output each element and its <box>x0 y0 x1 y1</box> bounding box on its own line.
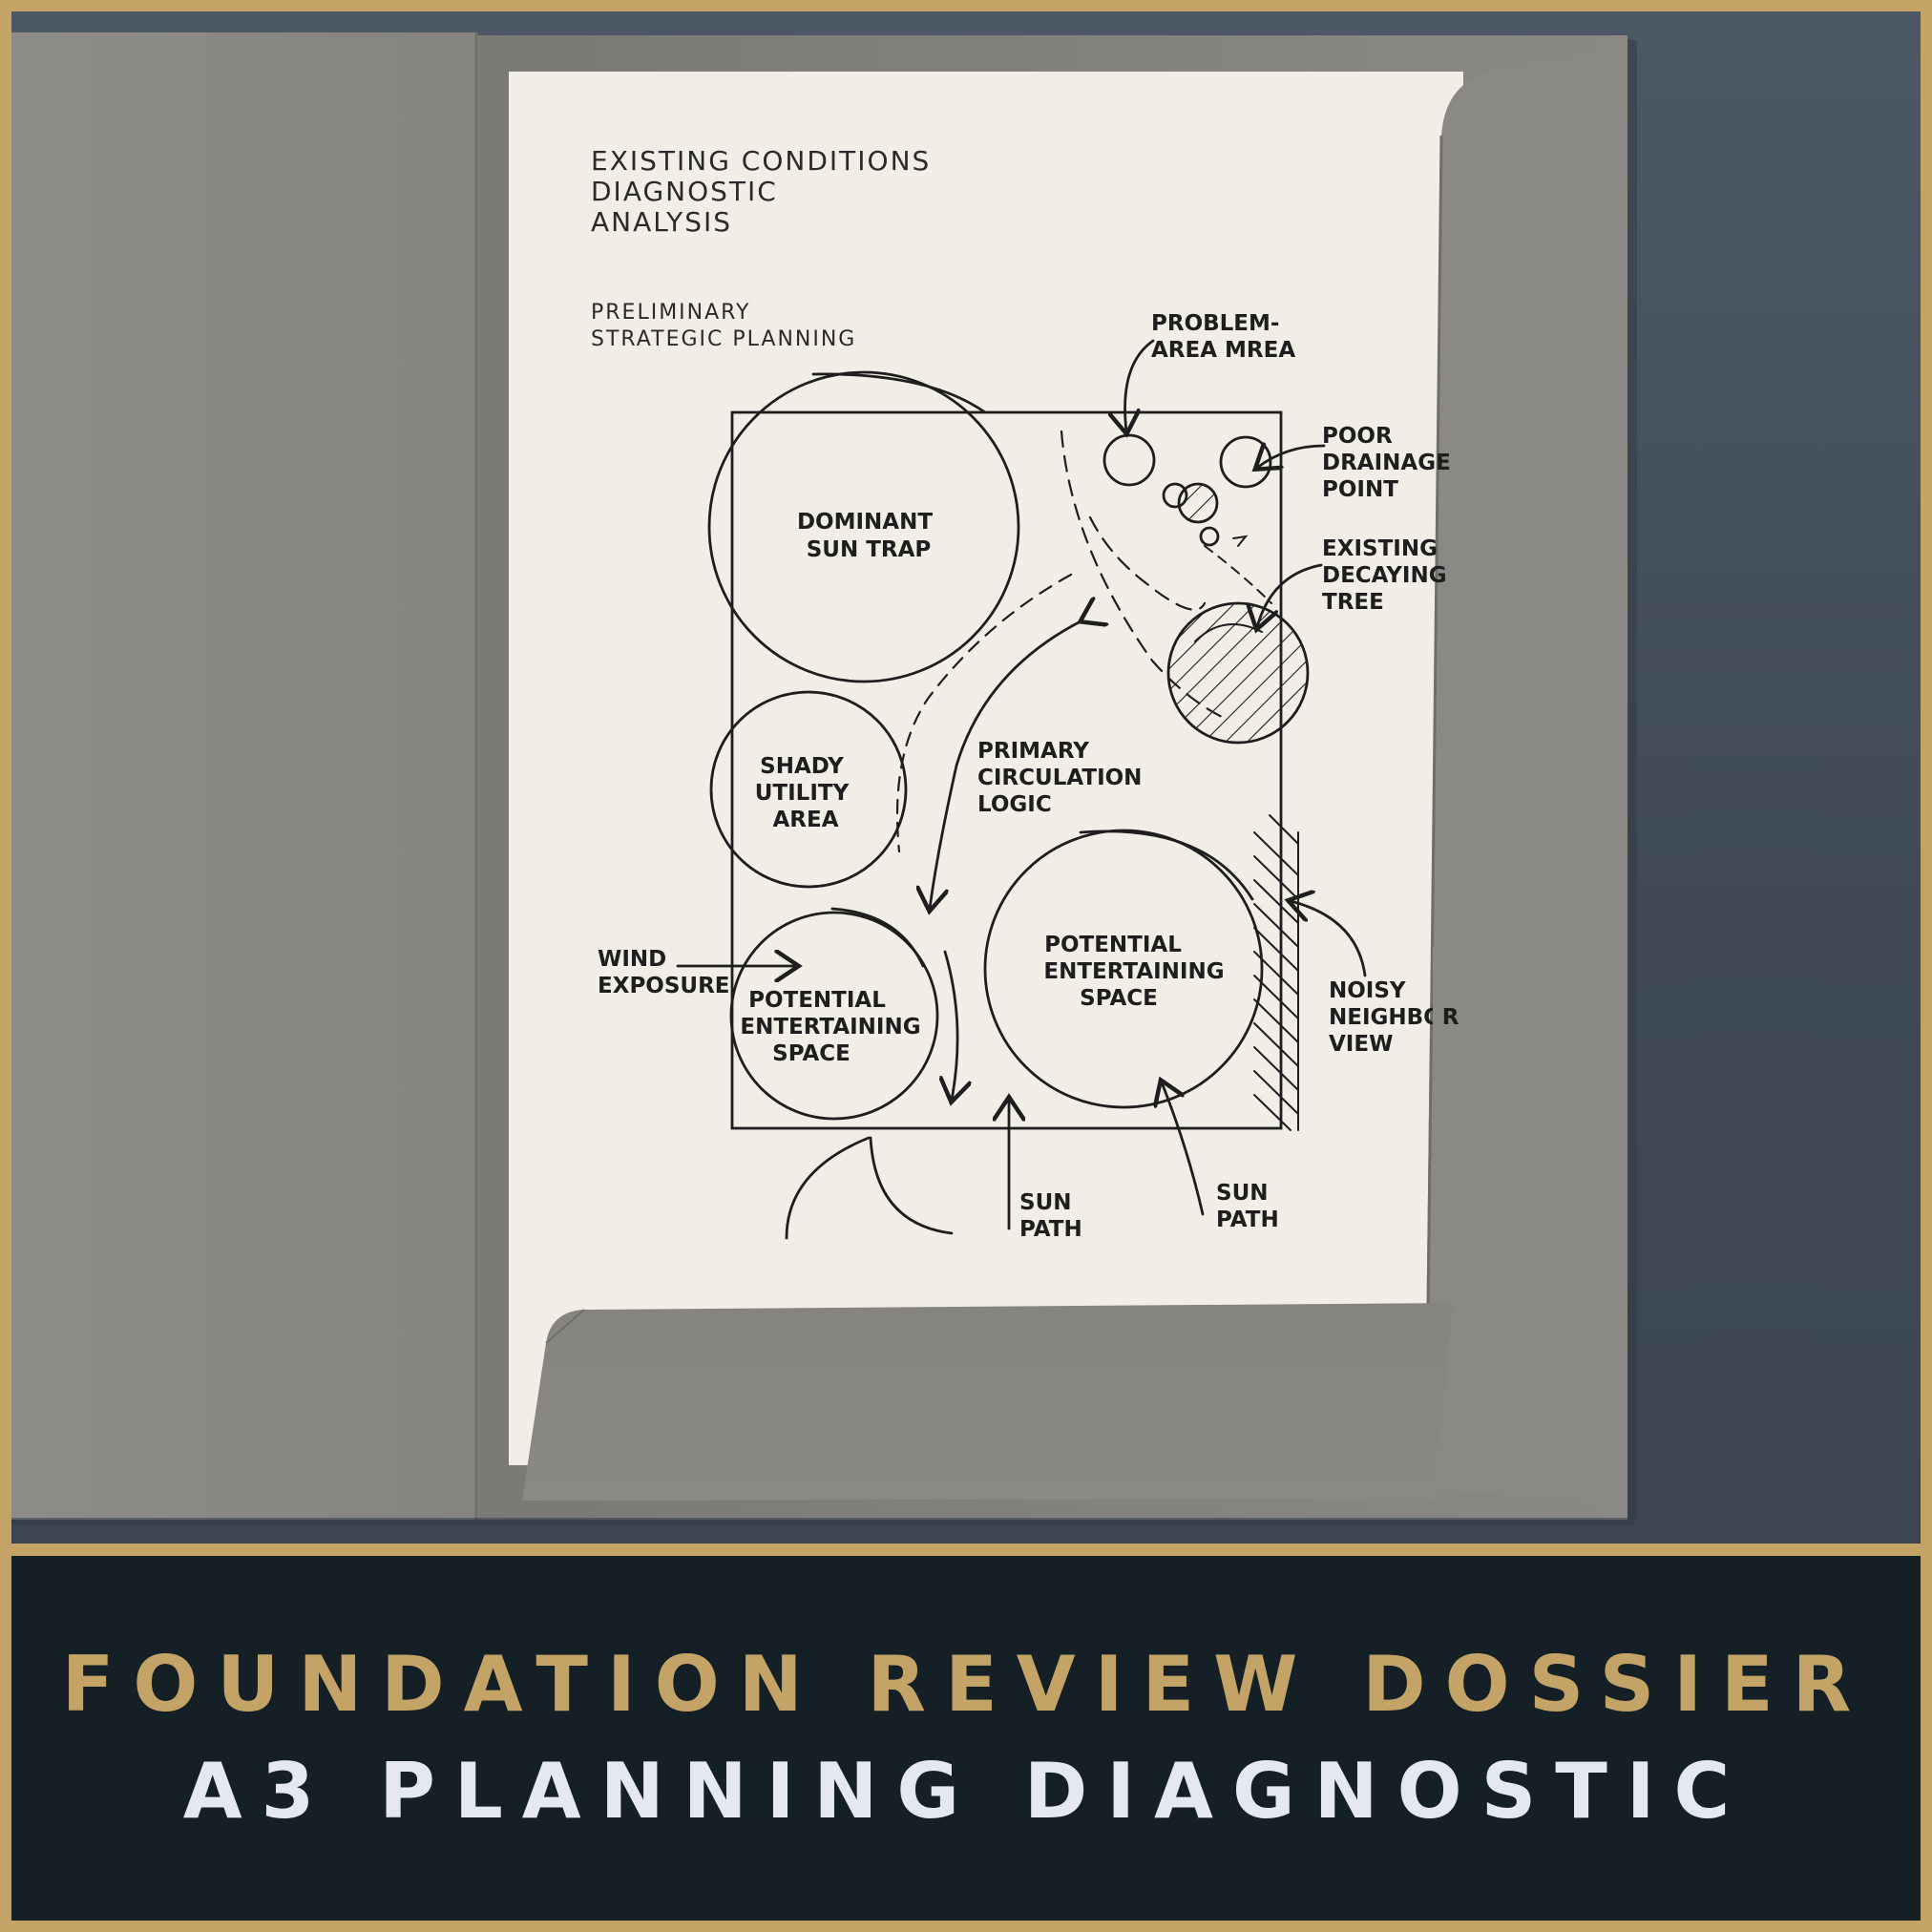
shady-utility-area-label: SHADY UTILITY AREA <box>755 754 857 832</box>
dominant-sun-trap-circle <box>707 370 1020 683</box>
banner-title: FOUNDATION REVIEW DOSSIER <box>61 1640 1871 1729</box>
label-line: SPACE <box>772 1041 850 1066</box>
problem-area-arrow <box>1125 339 1155 431</box>
dashed-path <box>1060 430 1226 720</box>
noisy-neighbor-hatching <box>1253 814 1299 1131</box>
sheet-subtitle-line: STRATEGIC PLANNING <box>591 327 856 351</box>
folder-right-flap <box>1424 50 1628 1503</box>
existing-decaying-tree-label: EXISTING DECAYING TREE <box>1322 536 1455 615</box>
site-plan-sketch <box>676 339 1367 1240</box>
circulation-arrow <box>930 620 1082 909</box>
label-line: POTENTIAL <box>748 988 886 1013</box>
sun-path-arrow-right <box>1162 1082 1205 1216</box>
dominant-sun-trap-label: DOMINANT SUN TRAP <box>797 510 940 562</box>
dashed-path <box>1204 545 1272 604</box>
primary-circulation-logic-label: PRIMARY CIRCULATION LOGIC <box>977 739 1149 817</box>
label-line: DRAINAGE <box>1322 451 1451 475</box>
tiny-circle <box>1199 526 1220 547</box>
label-line: PROBLEM- <box>1151 311 1279 336</box>
label-line: NOISY <box>1329 978 1406 1003</box>
title-banner: FOUNDATION REVIEW DOSSIER A3 PLANNING DI… <box>11 1556 1921 1921</box>
label-line: POINT <box>1322 477 1398 502</box>
label-line: EXISTING <box>1322 536 1438 561</box>
drainage-arrow <box>1257 446 1326 468</box>
sheet-subtitle-line: PRELIMINARY <box>591 301 751 325</box>
label-line: DOMINANT <box>797 510 933 535</box>
dashed-path <box>1088 515 1207 611</box>
decaying-tree-circle <box>1166 601 1310 745</box>
bottom-arc <box>785 1136 871 1240</box>
label-line: VIEW <box>1329 1032 1393 1057</box>
label-line: SUN TRAP <box>807 537 932 562</box>
label-line: LOGIC <box>977 792 1052 817</box>
label-line: POTENTIAL <box>1044 933 1182 957</box>
label-line: SHADY <box>760 754 844 779</box>
curved-arrow <box>945 950 957 1100</box>
wind-exposure-label: WIND EXPOSURE <box>598 947 730 998</box>
site-boundary <box>730 410 1283 1130</box>
label-line: PRIMARY <box>977 739 1089 764</box>
label-line: AREA MREA <box>1151 338 1295 363</box>
label-line: SUN <box>1216 1181 1269 1206</box>
sheet-title: EXISTING CONDITIONS DIAGNOSTIC ANALYSIS <box>591 145 941 238</box>
tree-arrow <box>1257 563 1323 627</box>
banner-subtitle: A3 PLANNING DIAGNOSTIC <box>182 1747 1750 1836</box>
label-line: WIND <box>598 947 666 972</box>
label-line: POOR <box>1322 424 1393 449</box>
folder-left-cover <box>11 32 477 1520</box>
hatched-small-circle <box>1177 482 1219 524</box>
problem-area-label: PROBLEM- AREA MREA <box>1151 311 1295 363</box>
sheet-title-line: ANALYSIS <box>591 206 732 238</box>
folder-bottom-pocket <box>522 1303 1453 1501</box>
label-line: AREA <box>772 808 838 832</box>
label-line: SUN <box>1019 1190 1072 1215</box>
label-line: TREE <box>1322 590 1384 615</box>
potential-entertaining-space-small-circle <box>729 911 939 1121</box>
folder-photo: EXISTING CONDITIONS DIAGNOSTIC ANALYSIS … <box>11 11 1921 1544</box>
shady-utility-area-circle <box>709 690 908 889</box>
poor-drainage-point-label: POOR DRAINAGE POINT <box>1322 424 1459 502</box>
flap-edge-overlay <box>1433 947 1443 1100</box>
label-line: DECAYING <box>1322 563 1447 588</box>
bottom-arc <box>869 1136 954 1235</box>
label-line: SPACE <box>1080 986 1158 1011</box>
label-line: ENTERTAINING <box>1043 959 1224 984</box>
label-line: ENTERTAINING <box>740 1015 920 1040</box>
sheet-title-line: EXISTING CONDITIONS <box>591 145 931 177</box>
label-line: CIRCULATION <box>977 766 1142 790</box>
folder-illustration: EXISTING CONDITIONS DIAGNOSTIC ANALYSIS … <box>11 32 1637 1525</box>
label-line: UTILITY <box>755 781 850 806</box>
potential-entertaining-space-large-label: POTENTIAL ENTERTAINING SPACE <box>1043 933 1231 1011</box>
label-line: PATH <box>1216 1208 1279 1232</box>
potential-entertaining-space-small-label: POTENTIAL ENTERTAINING SPACE <box>740 988 928 1066</box>
sheet-title-line: DIAGNOSTIC <box>591 176 778 207</box>
noisy-neighbor-arrow <box>1291 901 1367 977</box>
label-line: EXPOSURE <box>598 974 730 998</box>
label-line: PATH <box>1019 1217 1082 1242</box>
sun-path-left-label: SUN PATH <box>1019 1190 1082 1242</box>
sun-path-right-label: SUN PATH <box>1216 1181 1279 1232</box>
sheet-subtitle: PRELIMINARY STRATEGIC PLANNING <box>591 301 856 351</box>
